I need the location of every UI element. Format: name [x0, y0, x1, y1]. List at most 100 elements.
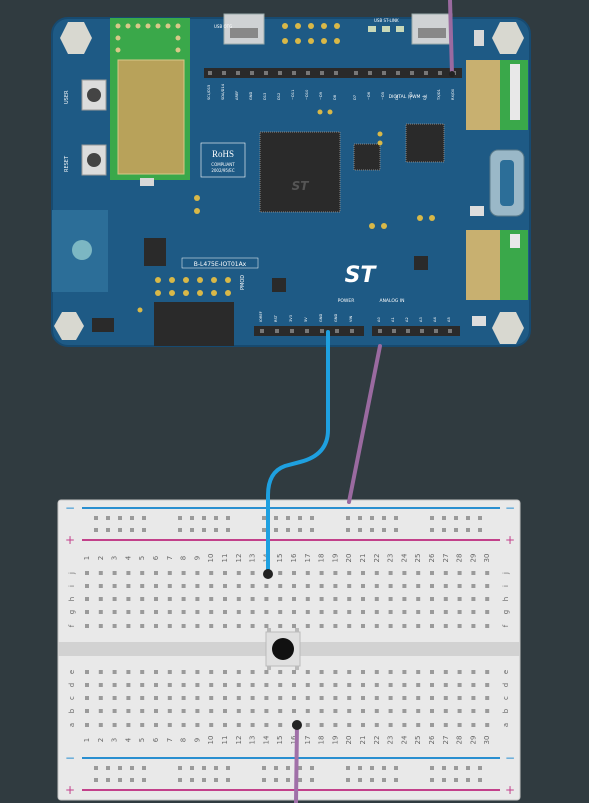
breadboard-hole[interactable]: [402, 597, 407, 601]
rail-hole[interactable]: [226, 778, 230, 782]
breadboard-hole[interactable]: [430, 723, 434, 727]
breadboard-hole[interactable]: [223, 683, 227, 687]
rail-hole[interactable]: [310, 528, 314, 532]
breadboard-hole[interactable]: [471, 610, 476, 614]
breadboard-hole[interactable]: [195, 723, 200, 727]
breadboard-hole[interactable]: [430, 709, 434, 713]
breadboard-hole[interactable]: [181, 723, 186, 727]
breadboard-hole[interactable]: [85, 723, 89, 727]
breadboard-hole[interactable]: [126, 610, 131, 614]
breadboard-hole[interactable]: [361, 597, 365, 601]
rail-hole[interactable]: [286, 766, 290, 770]
breadboard-hole[interactable]: [471, 696, 476, 700]
breadboard-hole[interactable]: [471, 683, 476, 687]
breadboard-hole[interactable]: [264, 610, 269, 614]
breadboard-hole[interactable]: [319, 683, 324, 687]
breadboard-hole[interactable]: [457, 597, 462, 601]
rail-hole[interactable]: [358, 778, 362, 782]
breadboard-hole[interactable]: [98, 624, 103, 628]
breadboard-hole[interactable]: [85, 683, 89, 687]
breadboard-hole[interactable]: [195, 696, 200, 700]
rail-hole[interactable]: [274, 516, 278, 520]
breadboard-hole[interactable]: [126, 670, 131, 674]
breadboard-hole[interactable]: [374, 670, 379, 674]
breadboard-hole[interactable]: [485, 709, 490, 713]
breadboard-hole[interactable]: [416, 723, 421, 727]
breadboard-hole[interactable]: [361, 624, 365, 628]
rail-hole[interactable]: [478, 778, 482, 782]
breadboard-hole[interactable]: [112, 584, 117, 588]
rail-hole[interactable]: [142, 528, 146, 532]
breadboard-hole[interactable]: [416, 571, 421, 575]
breadboard-hole[interactable]: [457, 571, 462, 575]
breadboard-hole[interactable]: [223, 571, 227, 575]
breadboard-hole[interactable]: [416, 670, 421, 674]
breadboard-hole[interactable]: [457, 723, 462, 727]
breadboard-hole[interactable]: [98, 670, 103, 674]
breadboard-hole[interactable]: [112, 709, 117, 713]
breadboard-hole[interactable]: [347, 624, 352, 628]
rail-hole[interactable]: [214, 766, 218, 770]
breadboard-hole[interactable]: [195, 597, 200, 601]
breadboard-hole[interactable]: [181, 624, 186, 628]
rail-hole[interactable]: [298, 766, 302, 770]
breadboard-hole[interactable]: [195, 571, 200, 575]
rail-hole[interactable]: [286, 516, 290, 520]
breadboard-hole[interactable]: [319, 597, 324, 601]
rail-hole[interactable]: [346, 528, 350, 532]
breadboard-hole[interactable]: [292, 670, 296, 674]
breadboard-hole[interactable]: [195, 683, 200, 687]
breadboard-hole[interactable]: [292, 696, 296, 700]
rail-hole[interactable]: [106, 778, 110, 782]
breadboard-hole[interactable]: [457, 709, 462, 713]
breadboard-hole[interactable]: [374, 597, 379, 601]
rail-hole[interactable]: [106, 528, 110, 532]
breadboard-hole[interactable]: [140, 696, 145, 700]
breadboard-hole[interactable]: [223, 624, 227, 628]
breadboard-hole[interactable]: [319, 571, 324, 575]
breadboard-hole[interactable]: [471, 709, 476, 713]
breadboard-hole[interactable]: [485, 597, 490, 601]
breadboard-hole[interactable]: [181, 670, 186, 674]
breadboard-hole[interactable]: [333, 624, 338, 628]
breadboard-hole[interactable]: [167, 723, 172, 727]
breadboard-hole[interactable]: [416, 584, 421, 588]
breadboard-hole[interactable]: [347, 610, 352, 614]
breadboard-hole[interactable]: [416, 597, 421, 601]
rail-hole[interactable]: [130, 528, 134, 532]
breadboard-hole[interactable]: [305, 709, 310, 713]
breadboard-hole[interactable]: [292, 683, 296, 687]
breadboard-hole[interactable]: [223, 597, 227, 601]
rail-hole[interactable]: [226, 516, 230, 520]
breadboard-hole[interactable]: [485, 723, 490, 727]
rail-hole[interactable]: [382, 766, 386, 770]
breadboard-hole[interactable]: [250, 597, 255, 601]
breadboard-hole[interactable]: [305, 584, 310, 588]
breadboard-hole[interactable]: [112, 610, 117, 614]
wire-purple-top[interactable]: [448, 0, 454, 76]
breadboard-hole[interactable]: [292, 709, 296, 713]
breadboard-hole[interactable]: [443, 584, 448, 588]
breadboard-hole[interactable]: [154, 670, 158, 674]
breadboard-hole[interactable]: [457, 624, 462, 628]
rail-hole[interactable]: [370, 778, 374, 782]
breadboard-hole[interactable]: [98, 696, 103, 700]
rail-hole[interactable]: [274, 778, 278, 782]
breadboard-hole[interactable]: [167, 597, 172, 601]
breadboard-hole[interactable]: [209, 571, 214, 575]
breadboard-hole[interactable]: [388, 709, 393, 713]
breadboard-hole[interactable]: [112, 571, 117, 575]
breadboard-hole[interactable]: [223, 670, 227, 674]
breadboard-hole[interactable]: [181, 696, 186, 700]
breadboard-hole[interactable]: [264, 683, 269, 687]
rail-hole[interactable]: [118, 516, 122, 520]
breadboard-hole[interactable]: [347, 597, 352, 601]
breadboard-hole[interactable]: [430, 696, 434, 700]
breadboard-hole[interactable]: [471, 571, 476, 575]
breadboard-hole[interactable]: [98, 584, 103, 588]
breadboard-hole[interactable]: [154, 709, 158, 713]
breadboard-hole[interactable]: [416, 683, 421, 687]
breadboard-hole[interactable]: [223, 723, 227, 727]
breadboard-hole[interactable]: [457, 584, 462, 588]
breadboard-hole[interactable]: [126, 584, 131, 588]
